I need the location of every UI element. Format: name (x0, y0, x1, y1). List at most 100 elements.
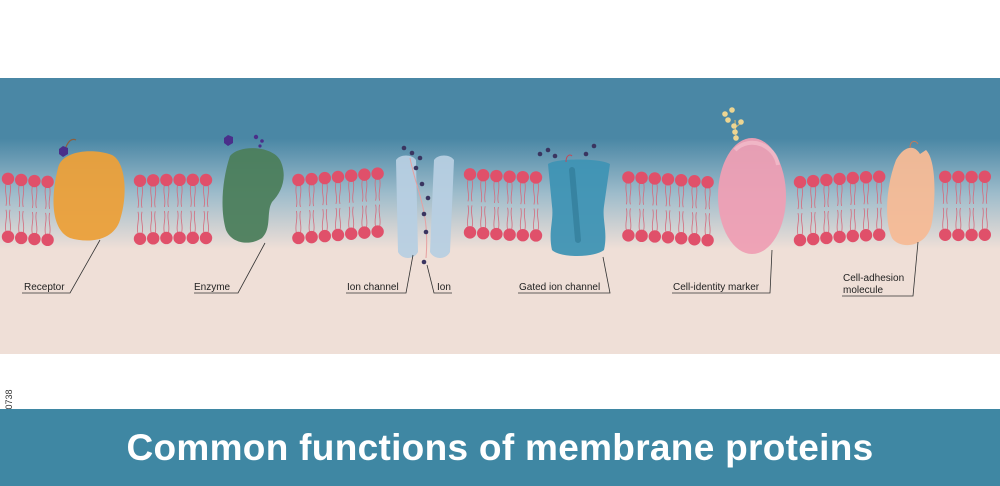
lipid-head-inner (846, 229, 859, 243)
lipid-tails (321, 183, 328, 232)
lipid-head-inner (173, 231, 186, 245)
lipid-head-outer (503, 170, 516, 183)
lipid-tails (189, 184, 196, 233)
lipid-tails (150, 185, 157, 234)
lipid-head-inner (1, 230, 15, 243)
lipid-head-outer (173, 173, 186, 187)
lipid-tails (203, 184, 209, 234)
lipid-head-inner (529, 229, 543, 242)
label-cell-adhesion-line2: molecule (843, 285, 883, 296)
lipid-head-inner (41, 233, 54, 247)
label-ion-channel: Ion channel (347, 282, 399, 293)
label-enzyme: Enzyme (194, 282, 231, 293)
ligand-icon (59, 146, 68, 157)
label-cell-adhesion-line1: Cell-adhesion (843, 273, 904, 284)
lipid-tails (849, 182, 856, 232)
lipid-tails (704, 187, 711, 236)
lipid-head-inner (160, 231, 173, 245)
receptor-protein (53, 138, 125, 241)
lipid-bilayer (1, 167, 991, 247)
lipid-tails (638, 182, 645, 231)
lipid-head-inner (292, 231, 305, 245)
lipid-head-inner (345, 227, 358, 240)
lipid-head-outer (807, 174, 820, 188)
lipid-head-inner (622, 229, 635, 242)
lipid-head-outer (305, 172, 318, 186)
lipid-head-outer (873, 170, 886, 183)
lipid-head-outer (133, 174, 147, 187)
lipid-head-inner (688, 233, 701, 246)
lipid-head-outer (939, 170, 952, 183)
lipid-tails (665, 184, 671, 233)
lipid-head-outer (41, 175, 54, 189)
lipid-tails (176, 184, 183, 233)
lipid-head-inner (477, 227, 490, 240)
label-ion: Ion (437, 282, 451, 293)
lipid-head-outer (978, 170, 991, 183)
lipid-tails (480, 180, 487, 229)
lipid-tails (678, 185, 685, 234)
lipid-tails (361, 179, 368, 228)
gated-ions (537, 143, 597, 159)
page-title: Common functions of membrane proteins (126, 426, 874, 468)
lipid-head-outer (160, 173, 173, 187)
lipid-head-outer (661, 173, 675, 186)
lipid-tails (955, 181, 962, 231)
lipid-tails (691, 186, 698, 235)
lipid-tails (348, 180, 355, 229)
lipid-tails (533, 182, 539, 231)
lipid-head-outer (688, 175, 701, 188)
lipid-head-inner (305, 230, 318, 244)
lipid-head-outer (292, 173, 305, 187)
lipid-head-inner (133, 232, 147, 245)
lipid-head-inner (939, 228, 952, 241)
cell-identity-marker-protein (718, 107, 786, 254)
lipid-head-outer (820, 173, 833, 187)
lipid-tails (308, 184, 315, 233)
membrane-diagram: Receptor Enzyme Ion channel Ion Gated io… (0, 78, 1000, 354)
lipid-head-outer (477, 169, 490, 182)
lipid-head-inner (490, 227, 503, 241)
title-band: Common functions of membrane proteins (0, 409, 1000, 486)
lipid-tails (797, 186, 803, 236)
lipid-tails (863, 182, 869, 231)
lipid-head-outer (345, 169, 358, 182)
lipid-head-inner (952, 228, 965, 242)
lipid-tails (44, 186, 51, 235)
cell-adhesion-molecule-protein (887, 140, 935, 246)
label-receptor: Receptor (24, 282, 65, 293)
lipid-tails (519, 182, 526, 231)
lipid-head-outer (701, 176, 714, 189)
lipid-head-inner (820, 231, 833, 245)
lipid-head-inner (28, 232, 41, 246)
lipid-head-outer (490, 169, 503, 183)
lipid-tails (18, 184, 25, 234)
lipid-head-inner (675, 232, 688, 245)
lipid-head-outer (793, 175, 807, 189)
lipid-tails (836, 183, 843, 233)
lipid-head-inner (635, 229, 648, 243)
lipid-head-outer (833, 172, 846, 186)
lipid-tails (942, 181, 949, 230)
lipid-head-outer (28, 174, 41, 188)
lipid-head-inner (186, 231, 199, 245)
lipid-head-inner (793, 233, 807, 247)
lipid-head-inner (371, 225, 384, 238)
lipid-tails (981, 181, 988, 230)
lipid-head-outer (358, 168, 371, 181)
lipid-tails (823, 184, 830, 234)
lipid-head-inner (147, 232, 160, 245)
lipid-head-inner (661, 231, 675, 244)
lipid-tails (968, 181, 975, 231)
ions (401, 145, 431, 265)
lipid-head-outer (635, 171, 648, 185)
lipid-tails (31, 185, 38, 235)
lipid-head-inner (463, 226, 477, 239)
lipid-head-inner (648, 230, 661, 243)
lipid-head-inner (358, 226, 371, 239)
lipid-head-outer (15, 173, 28, 187)
lipid-head-inner (965, 228, 978, 242)
lipid-head-inner (516, 228, 529, 242)
lipid-tails (374, 178, 381, 227)
lipid-head-outer (859, 171, 873, 184)
